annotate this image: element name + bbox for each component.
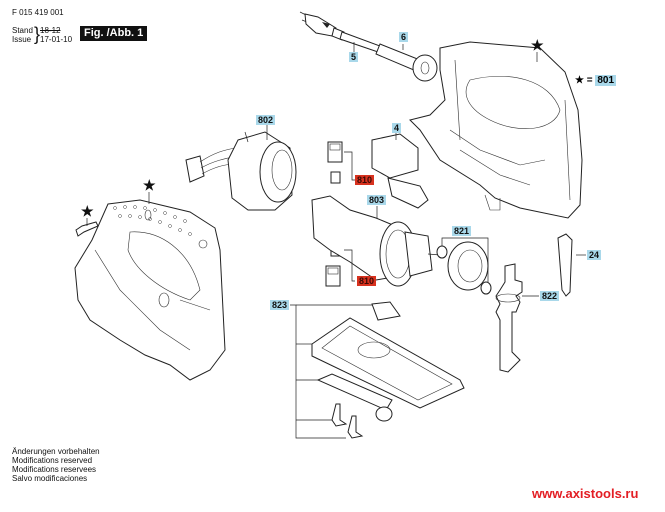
legend-equals: = [586,75,593,86]
plunger-part [495,263,523,373]
legend-part-number[interactable]: 801 [595,75,617,86]
star-legend: ★ = 801 [575,75,617,86]
part-label-810-top[interactable]: 810 [355,175,375,185]
part-label-821[interactable]: 821 [452,226,472,236]
brush-holder-top-part [327,141,343,184]
armature-part [311,195,441,287]
part-label-6[interactable]: 6 [399,32,409,42]
power-plug-part [299,11,381,53]
part-label-4[interactable]: 4 [392,123,402,133]
notice-line-en: Modifications reserved [12,456,93,465]
part-label-823[interactable]: 823 [270,300,290,310]
stand-label: Stand [12,26,33,35]
part-label-803[interactable]: 803 [367,195,387,205]
part-label-802[interactable]: 802 [256,115,276,125]
gear-part [436,241,492,295]
switch-part [371,133,429,209]
stand-value: 18-12 [40,26,61,35]
stroke-rod-part [557,233,573,297]
screw-part [75,221,99,237]
leader-lines [86,42,586,439]
part-label-810-bottom[interactable]: 810 [357,276,377,286]
notice-line-fr: Modifications reservees [12,465,97,474]
document-number: F 015 419 001 [12,8,64,17]
star-icon: ★ [575,75,584,86]
star-marker-housing-left: ★ [143,177,156,193]
website-link[interactable]: www.axistools.ru [532,486,639,501]
part-label-822[interactable]: 822 [540,291,560,301]
issue-value: 17-01-10 [40,35,73,44]
field-coil-part [185,131,297,211]
cord-sleeve-part [375,43,438,82]
base-plate-part [311,301,465,439]
part-label-5[interactable]: 5 [349,52,359,62]
star-marker-housing-right: ★ [531,37,544,53]
housing-left-half-part [74,199,226,381]
issue-label: Issue [12,35,32,44]
notice-line-de: Änderungen vorbehalten [12,447,100,456]
figure-tag: Fig. /Abb. 1 [80,26,148,41]
notice-line-es: Salvo modificaciones [12,474,88,483]
star-marker-screw: ★ [81,203,94,219]
part-label-24[interactable]: 24 [587,250,602,260]
brace-icon: } [34,24,41,44]
housing-right-half-part [409,41,583,219]
modifications-notice: Änderungen vorbehalten Modifications res… [12,447,100,483]
